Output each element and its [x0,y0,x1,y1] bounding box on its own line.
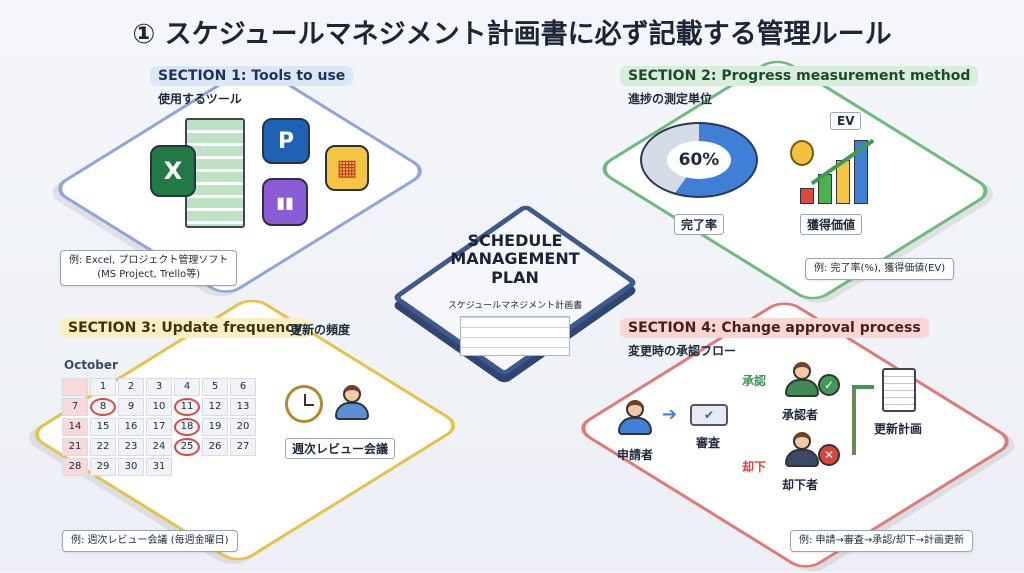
calendar-day: 12 [202,398,228,416]
section1-callout-line1: 例: Excel, プロジェクト管理ソフト [69,255,229,266]
section4-callout: 例: 申請→審査→承認/却下→計画更新 [790,530,974,552]
applicant-label: 申請者 [617,448,654,462]
page-title: ① スケジュールマネジメント計画書に必ず記載する管理ルール [132,19,892,50]
bar-blue [854,140,868,204]
donut-value: 60% [667,141,731,179]
earned-value-label: 獲得価値 [800,214,863,235]
calendar-day: 31 [146,458,172,476]
calendar-day: 5 [202,378,228,396]
ev-tag: EV [830,112,862,130]
section1-header: SECTION 1: Tools to use [150,66,354,86]
excel-icon: X [150,145,196,197]
section4-subtitle: 変更時の承認フロー [628,344,737,358]
trello-icon: ▮▮ [262,178,308,226]
ms-project-icon: P [262,118,310,164]
calendar-day: 23 [118,438,144,456]
rejected-x-icon: ✕ [818,444,840,466]
updated-plan-document-icon [882,368,916,412]
calendar-day: 3 [146,378,172,396]
bar-red [800,188,814,204]
calendar-day: 16 [118,418,144,436]
calendar-day: 8 [90,398,116,416]
calendar-month: October [64,358,118,372]
section2-callout: 例: 完了率(%), 獲得価値(EV) [805,258,955,280]
section3-header: SECTION 3: Update frequency [60,318,311,338]
clock-icon [285,385,323,423]
completion-donut-chart: 60% [640,122,758,198]
arrow-right-icon: ➔ [662,404,678,425]
coin-icon [790,140,814,166]
section4-header: SECTION 4: Change approval process [620,318,929,338]
calendar-day: 10 [146,398,172,416]
calendar-day: 19 [202,418,228,436]
calendar-day: 26 [202,438,228,456]
book-title: SCHEDULE MANAGEMENT PLAN [450,231,580,287]
calendar-day: 13 [230,398,256,416]
calendar-day: 17 [146,418,172,436]
merge-arrow-icon [852,385,874,455]
rejecter-label: 却下者 [782,478,819,492]
reject-label: 却下 [742,460,767,474]
calendar-day: 7 [62,398,88,416]
section1-callout: 例: Excel, プロジェクト管理ソフト (MS Project, Trell… [60,250,238,286]
calendar-day: 14 [62,418,88,436]
calendar-icon: ▦ [325,145,369,191]
calendar-day: 28 [62,458,88,476]
calendar-day: 22 [90,438,116,456]
meeting-people-icon [335,385,369,425]
updated-plan-label: 更新計画 [874,422,923,436]
rejecter-icon [785,432,819,472]
section3-callout: 例: 週次レビュー会議 (毎週金曜日) [62,530,238,552]
completion-rate-label: 完了率 [674,214,725,235]
calendar-day: 29 [90,458,116,476]
section2-header: SECTION 2: Progress measurement method [620,66,979,86]
calendar-day: 27 [230,438,256,456]
review-check-icon: ✔ [690,404,728,426]
calendar-day: 6 [230,378,256,396]
book-table [460,316,570,356]
calendar-day: 21 [62,438,88,456]
calendar-day: 25 [174,438,200,456]
book-subtitle: スケジュールマネジメント計画書 [447,301,583,311]
calendar-day: 30 [118,458,144,476]
calendar-day [62,378,88,396]
approver-label: 承認者 [782,408,819,422]
section3-subtitle: 更新の頻度 [290,323,351,337]
calendar-day: 11 [174,398,200,416]
calendar-day: 18 [174,418,200,436]
calendar-day: 2 [118,378,144,396]
approve-label: 承認 [742,374,767,388]
calendar-day: 4 [174,378,200,396]
calendar-day: 20 [230,418,256,436]
calendar-day: 24 [146,438,172,456]
approver-icon [785,362,819,402]
weekly-review-label: 週次レビュー会議 [285,438,396,459]
section1-callout-line2: (MS Project, Trello等) [97,269,201,280]
calendar-day: 15 [90,418,116,436]
calendar-day: 1 [90,378,116,396]
calendar-day: 9 [118,398,144,416]
section2-subtitle: 進捗の測定単位 [628,92,713,106]
approved-check-icon: ✓ [818,374,840,396]
applicant-icon [618,400,652,440]
section1-subtitle: 使用するツール [158,92,242,106]
review-label: 審査 [696,436,721,450]
